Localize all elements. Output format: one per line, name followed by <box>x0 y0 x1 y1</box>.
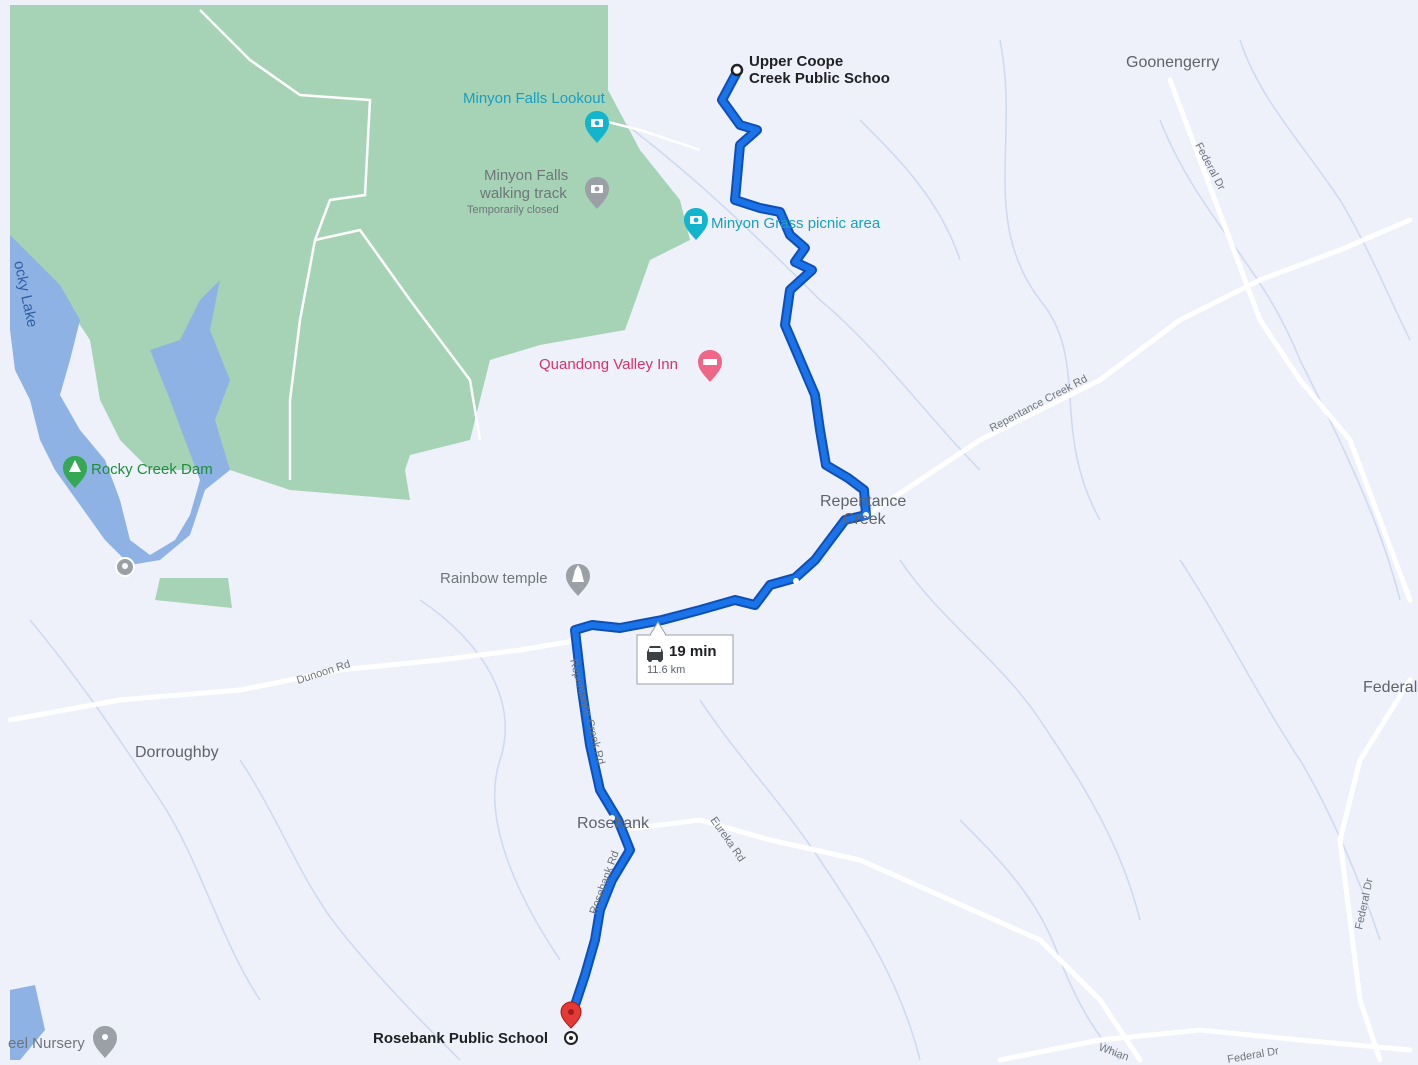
place-rosebank: Rosebank <box>577 815 650 832</box>
destination-label[interactable]: Rosebank Public School <box>373 1030 548 1047</box>
route-waypoint-dot <box>609 510 871 821</box>
place-pin-icon-nursery[interactable] <box>93 1026 117 1058</box>
origin-circle-icon[interactable] <box>730 63 744 77</box>
tree-icon-dam[interactable] <box>63 456 87 488</box>
poi-walking-track-label-1[interactable]: Minyon Falls <box>484 167 568 184</box>
poi-walking-track-status: Temporarily closed <box>467 204 559 216</box>
camera-icon-lookout[interactable] <box>585 111 609 143</box>
place-repentance-2: Creek <box>843 511 887 528</box>
route-line <box>569 69 869 1023</box>
poi-lookout-label[interactable]: Minyon Falls Lookout <box>463 90 606 107</box>
poi-inn-label[interactable]: Quandong Valley Inn <box>539 356 678 373</box>
poi-picnic-label[interactable]: Minyon Grass picnic area <box>711 215 881 232</box>
destination-pin-icon[interactable] <box>560 1001 582 1045</box>
roads <box>7 77 1413 1063</box>
place-pin-icon[interactable] <box>115 557 135 577</box>
route-distance: 11.6 km <box>647 664 685 676</box>
route-info-callout[interactable]: 19 min 11.6 km <box>636 621 734 685</box>
place-dorroughby: Dorroughby <box>135 744 219 761</box>
poi-nursery-label[interactable]: eel Nursery <box>8 1035 85 1052</box>
park-patch <box>155 578 232 608</box>
hotel-icon-inn[interactable] <box>698 350 722 382</box>
place-repentance-1: Repentance <box>820 493 906 510</box>
origin-label-line2[interactable]: Creek Public Schoo <box>749 70 890 87</box>
origin-label-line1[interactable]: Upper Coope <box>749 53 843 70</box>
route-duration: 19 min <box>669 643 717 660</box>
poi-dam-label[interactable]: Rocky Creek Dam <box>91 461 213 478</box>
camera-icon-picnic[interactable] <box>684 208 708 240</box>
place-federal: Federal <box>1363 679 1417 696</box>
poi-rainbow-label[interactable]: Rainbow temple <box>440 570 548 587</box>
temple-icon-rainbow[interactable] <box>566 564 590 596</box>
car-icon <box>647 646 663 662</box>
camera-icon-walking-track[interactable] <box>585 177 609 209</box>
rocky-creek-lake <box>10 235 230 565</box>
poi-walking-track-label-2[interactable]: walking track <box>479 185 567 202</box>
place-goonengerry: Goonengerry <box>1126 54 1219 71</box>
streams <box>29 39 1411 1061</box>
water-patch-bottom-left <box>10 985 45 1060</box>
park-tracks <box>199 9 701 480</box>
